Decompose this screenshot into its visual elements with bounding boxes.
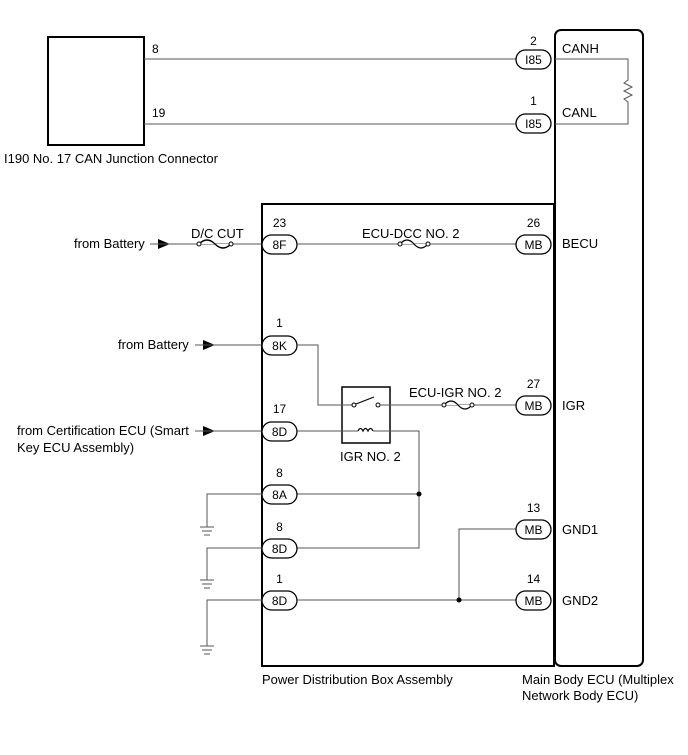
canh-label: CANH [562, 41, 599, 56]
mb-becu-pin: 26 [527, 216, 541, 230]
c8f-pin: 23 [273, 216, 287, 230]
c8k-code: 8K [272, 339, 287, 353]
c8d-gnd1-code: 8D [272, 542, 288, 556]
fuse-terminal [196, 241, 202, 247]
mb-igr-pin: 27 [527, 377, 541, 391]
main-body-ecu-label-line1: Main Body ECU (Multiplex [522, 672, 674, 687]
igr-label: IGR [562, 398, 585, 413]
relay-contact [375, 402, 381, 408]
junction-dot [456, 597, 462, 603]
battery-source-2: from Battery [118, 337, 189, 352]
fuse-terminal [397, 241, 403, 247]
main-body-ecu-box [554, 29, 644, 667]
gnd1-wire [458, 528, 516, 600]
relay-box [341, 386, 391, 444]
gnd2-label: GND2 [562, 593, 598, 608]
i85-canh-code: I85 [525, 53, 542, 67]
fuse-terminal [425, 241, 431, 247]
cert-source-line1: from Certification ECU (Smart [17, 423, 189, 438]
jc-canl-pin: 19 [152, 106, 166, 120]
c8k-pin: 1 [276, 316, 283, 330]
relay-feed-wire [297, 344, 352, 406]
battery-source-1: from Battery [74, 236, 145, 251]
ground-icon [200, 645, 214, 655]
ground-icon [200, 526, 214, 536]
termination-resistor [555, 58, 634, 125]
mb-igr-code: MB [525, 399, 543, 413]
c8a-pin: 8 [276, 466, 283, 480]
jc-canh-pin: 8 [152, 42, 159, 56]
mb-becu-code: MB [525, 238, 543, 252]
junction-connector-box [47, 36, 145, 146]
becu-label: BECU [562, 236, 598, 251]
c8a-code: 8A [272, 488, 287, 502]
fuse-terminal [228, 241, 234, 247]
canl-label: CANL [562, 105, 597, 120]
mb-gnd1-pin: 13 [527, 501, 541, 515]
mb-gnd2-connector [515, 590, 552, 611]
mb-gnd1-code: MB [525, 523, 543, 537]
junction-connector-label: I190 No. 17 CAN Junction Connector [4, 151, 219, 166]
power-distribution-box [261, 203, 555, 667]
mb-gnd2-code: MB [525, 594, 543, 608]
c8d-gnd2-pin: 1 [276, 572, 283, 586]
ground-wire-8d-1 [206, 599, 262, 646]
relay-coil-icon [357, 427, 374, 433]
i85-canh-connector [515, 49, 552, 70]
gnd1-label: GND1 [562, 522, 598, 537]
coil-ground-wire [297, 430, 420, 549]
c8d-cert-pin: 17 [273, 402, 287, 416]
c8f-code: 8F [272, 238, 286, 252]
mb-gnd1-connector [515, 519, 552, 540]
c8d-gnd1-pin: 8 [276, 520, 283, 534]
fuse-ecu-igr2-icon [443, 400, 473, 410]
c8d-cert-code: 8D [272, 425, 288, 439]
main-body-ecu-label-line2: Network Body ECU) [522, 688, 638, 703]
fuse-dc-cut-icon [198, 239, 232, 249]
relay-switch-icon [355, 396, 375, 405]
c8d-gnd2-code: 8D [272, 594, 288, 608]
fuse-terminal [469, 402, 475, 408]
fuse-ecu-dcc2-label: ECU-DCC NO. 2 [362, 226, 460, 241]
mb-becu-connector [515, 234, 552, 255]
ground-wire-8d-8 [206, 547, 262, 580]
ground-wire-8a [206, 493, 262, 527]
fuse-ecu-dcc2-icon [399, 239, 429, 249]
junction-dot [416, 491, 422, 497]
mb-gnd2-pin: 14 [527, 572, 541, 586]
i85-canl-connector [515, 113, 552, 134]
fuse-dc-cut-label: D/C CUT [191, 226, 244, 241]
cert-source-line2: Key ECU Assembly) [17, 440, 134, 455]
i85-canl-pin: 1 [530, 94, 537, 108]
fuse-ecu-igr2-label: ECU-IGR NO. 2 [409, 385, 501, 400]
mb-igr-connector [515, 395, 552, 416]
relay-contact [351, 402, 357, 408]
i85-canh-pin: 2 [530, 34, 537, 48]
power-distribution-box-label: Power Distribution Box Assembly [262, 672, 453, 687]
ground-icon [200, 579, 214, 589]
relay-label: IGR NO. 2 [340, 449, 401, 464]
i85-canl-code: I85 [525, 117, 542, 131]
fuse-terminal [441, 402, 447, 408]
